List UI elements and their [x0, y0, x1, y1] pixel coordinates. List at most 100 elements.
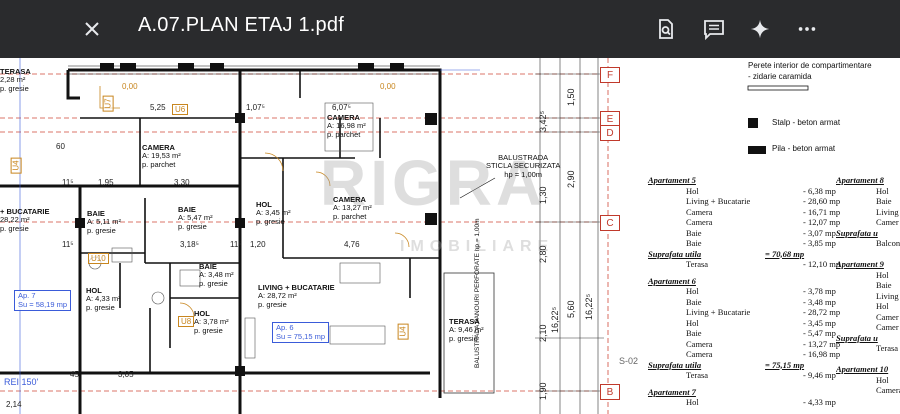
comment-button[interactable]: [696, 11, 732, 47]
unit-tag: U4: [397, 323, 409, 340]
room-name: Camera: [686, 349, 713, 359]
terrace-row: Terasa- 12,10 mp: [648, 259, 843, 270]
room-name: Hol: [686, 286, 699, 296]
pdf-page[interactable]: RIGRA IMOBILIARE F E D C B Perete interi…: [0, 58, 900, 414]
usable-area-total: Suprafata utila= 75,15 mp: [648, 360, 843, 371]
grid-axis-b: B: [600, 384, 620, 400]
room-area: - 16,98 mp: [803, 349, 841, 359]
room-name: Hol: [686, 185, 699, 196]
unit-tag: U4: [10, 157, 22, 174]
area-row: Hol- 3,45 mp: [648, 318, 843, 329]
dimension-label: 2,90: [566, 170, 576, 188]
dimension-label: 1,50: [566, 88, 576, 106]
area-row-clipped: Baie: [876, 280, 892, 290]
close-button[interactable]: [74, 11, 110, 47]
room-area: - 12,07 mp: [803, 217, 841, 227]
dimension-label: 11⁵: [62, 240, 74, 249]
room-area: - 28,72 mp: [803, 307, 841, 317]
room-area: - 3,85 mp: [803, 238, 836, 248]
dimension-label: 1,07⁵: [246, 103, 265, 112]
dimension-label: 16,22⁵: [584, 293, 594, 320]
close-icon: [85, 22, 99, 36]
area-row: Hol - 3,78 mp: [648, 286, 843, 297]
area-row: Baie- 3,85 mp: [648, 238, 843, 249]
room-name: Baie: [686, 296, 702, 307]
room-area: - 4,33 mp: [803, 397, 836, 407]
dimension-label: 16,22⁵: [550, 306, 560, 333]
usable-area-total: Suprafata utila= 70,68 mp: [648, 249, 843, 260]
area-row-clipped: Baie: [876, 196, 892, 206]
viewer-toolbar: A.07.PLAN ETAJ 1.pdf: [0, 0, 900, 58]
area-row-clipped: Camer: [876, 311, 899, 322]
room-area: - 6,38 mp: [803, 185, 836, 196]
area-row-clipped: Hol: [876, 269, 889, 280]
area-row-clipped: Apartament 9: [836, 259, 884, 269]
search-document-button[interactable]: [648, 11, 684, 47]
apartment-heading: Apartament 5: [648, 175, 696, 185]
dimension-label: 3,18⁵: [180, 240, 199, 249]
room-area: - 12,10 mp: [803, 259, 841, 269]
apartment-heading: Apartament 7: [648, 386, 696, 397]
dimension-label: 0,00: [380, 82, 396, 91]
search-document-icon: [659, 19, 673, 39]
dimension-label: 11⁵: [230, 240, 242, 249]
area-row: Camera - 12,07 mp: [648, 217, 843, 228]
area-row: Camera - 16,98 mp: [648, 349, 843, 360]
balustrada-side-note: BALUSTRADA PANOURI PERFORATE hp = 1,00m: [474, 218, 481, 368]
room-name: Hol: [686, 317, 699, 328]
room-name: Hol: [686, 397, 699, 407]
dimension-label: 2,80: [538, 245, 548, 263]
total-value: = 70,68 mp: [765, 248, 805, 259]
dimension-label: 1,20: [250, 240, 266, 249]
watermark-subtitle: IMOBILIARE: [400, 238, 555, 255]
room-name: Terasa: [686, 370, 709, 380]
room-name: Camera: [686, 217, 713, 227]
gemini-button[interactable]: [742, 11, 778, 47]
room-area: - 28,60 mp: [803, 196, 841, 206]
room-name: Baie: [686, 328, 702, 338]
grid-axis-d: D: [600, 125, 620, 141]
unit-tag: U8: [178, 316, 195, 327]
total-value: = 75,15 mp: [765, 359, 805, 370]
room-name: Camera: [686, 206, 713, 217]
room-name: Living + Bucatarie: [686, 307, 751, 317]
area-row: Baie- 3,07 mp: [648, 228, 843, 239]
terrace-row: Terasa- 9,46 mp: [648, 370, 843, 381]
more-vert-icon: [798, 27, 816, 31]
dimension-label: 5,25: [150, 103, 166, 112]
dimension-label: 1,30: [538, 186, 548, 204]
area-row-clipped: Camer: [876, 322, 899, 332]
area-row-clipped: Hol: [876, 301, 889, 311]
fire-rating-label: REI 150': [4, 377, 39, 387]
legend-wall-subtitle: - zidarie caramida: [748, 72, 812, 81]
unit-tag: U10: [88, 253, 109, 264]
area-row-clipped: Apartament 8: [836, 175, 884, 185]
area-row: Hol - 6,38 mp: [648, 186, 843, 197]
area-row-clipped: Suprafata u: [836, 332, 878, 343]
dimension-label: 0,00: [122, 82, 138, 91]
room-area: - 3,78 mp: [803, 286, 836, 296]
dimension-label: 4,76: [344, 240, 360, 249]
comment-icon: [704, 20, 724, 41]
area-row: Living + Bucatarie - 28,72 mp: [648, 307, 843, 318]
area-row-clipped: Living: [876, 290, 899, 301]
more-options-button[interactable]: [789, 11, 825, 47]
legend-stalp: Stalp - beton armat: [772, 118, 841, 127]
legend-pila: Pila - beton armat: [772, 144, 836, 153]
dimension-label: 60: [56, 142, 65, 151]
room-area: - 3,07 mp: [803, 227, 836, 238]
area-row-clipped: Camera: [876, 385, 900, 395]
